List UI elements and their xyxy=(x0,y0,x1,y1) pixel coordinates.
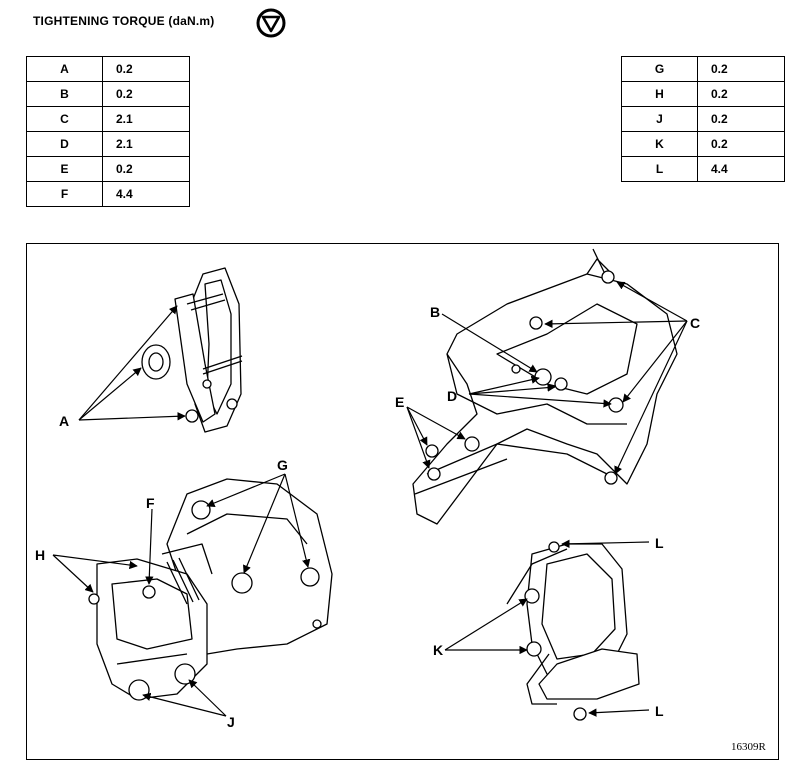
engine-mount-drawing xyxy=(88,478,333,701)
callout-g: G xyxy=(277,457,288,473)
callout-f: F xyxy=(146,495,155,511)
table-cell-key: H xyxy=(621,81,698,107)
table-cell-value: 0.2 xyxy=(697,81,785,107)
table-cell-key: B xyxy=(26,81,103,107)
table-cell-key: L xyxy=(621,156,698,182)
callout-k: K xyxy=(433,642,443,658)
table-cell-value: 0.2 xyxy=(102,56,190,82)
leader-lines xyxy=(52,281,688,717)
callout-h: H xyxy=(35,547,45,563)
figure-reference: 16309R xyxy=(731,741,767,753)
callout-c: C xyxy=(690,315,700,331)
table-cell-value: 0.2 xyxy=(697,106,785,132)
table-cell-key: G xyxy=(621,56,698,82)
table-cell-key: E xyxy=(26,156,103,182)
table-cell-value: 0.2 xyxy=(697,131,785,157)
table-cell-key: K xyxy=(621,131,698,157)
table-cell-value: 0.2 xyxy=(102,81,190,107)
table-cell-value: 0.2 xyxy=(102,156,190,182)
gearbox-mount-drawing xyxy=(506,541,640,721)
rod-mount-drawing xyxy=(141,267,243,433)
callout-a: A xyxy=(59,413,69,429)
table-cell-value: 4.4 xyxy=(102,181,190,207)
torque-symbol-icon xyxy=(256,8,286,38)
callout-d: D xyxy=(447,388,457,404)
table-cell-key: A xyxy=(26,56,103,82)
callout-e: E xyxy=(395,394,404,410)
table-cell-value: 0.2 xyxy=(697,56,785,82)
diagram-frame: A B C D E F G H J K L L 16309R xyxy=(26,243,779,760)
callout-l-bottom: L xyxy=(655,703,664,719)
callout-l-top: L xyxy=(655,535,664,551)
table-cell-value: 2.1 xyxy=(102,131,190,157)
table-cell-key: J xyxy=(621,106,698,132)
table-cell-key: C xyxy=(26,106,103,132)
callout-b: B xyxy=(430,304,440,320)
table-cell-value: 2.1 xyxy=(102,106,190,132)
table-cell-value: 4.4 xyxy=(697,156,785,182)
bracket-drawing xyxy=(412,248,678,525)
page-title: TIGHTENING TORQUE (daN.m) xyxy=(33,14,215,28)
callout-j: J xyxy=(227,714,235,730)
table-cell-key: F xyxy=(26,181,103,207)
table-cell-key: D xyxy=(26,131,103,157)
engine-mounts-diagram: A B C D E F G H J K L L 16309R xyxy=(35,248,767,753)
